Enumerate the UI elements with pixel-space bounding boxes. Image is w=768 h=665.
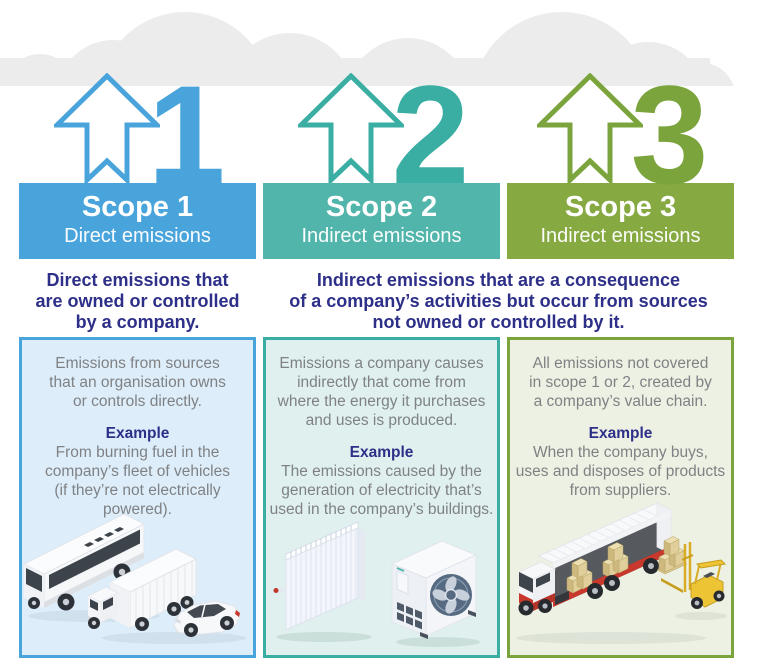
cargo-truck-icon (517, 502, 672, 616)
scope3-title: Scope 3 (564, 191, 677, 223)
scope2-example-text: The emissions caused by the generation o… (269, 463, 494, 518)
summary-line: are owned or controlled (35, 291, 240, 311)
scope3-number-group: 3 (507, 65, 734, 205)
summary-line: by a company. (75, 312, 200, 332)
scope3-card: All emissions not covered in scope 1 or … (507, 337, 734, 658)
scope2-example-label: Example (349, 444, 414, 461)
scope3-example-text: When the company buys, uses and disposes… (515, 444, 726, 499)
scope2-number-group: 2 (263, 65, 500, 205)
summary-line: Direct emissions that (46, 270, 229, 290)
scope1-example-text: From burning fuel in the company’s fleet… (45, 444, 230, 518)
scope1-title: Scope 1 (81, 191, 194, 223)
heating-cooling-illustration (273, 521, 480, 647)
scope2-big-number: 2 (391, 56, 470, 213)
scope1-number-group: 1 (19, 65, 256, 205)
summary-line: Indirect emissions that are a consequenc… (316, 270, 681, 290)
scope1-header: Scope 1 Direct emissions (19, 183, 256, 259)
summary-line: not owned or controlled by it. (372, 312, 625, 332)
car-icon (172, 600, 241, 637)
scope2-3-shared-summary: Indirect emissions that are a consequenc… (263, 259, 734, 337)
scope1-summary: Direct emissions that are owned or contr… (19, 259, 256, 337)
logistics-illustration (515, 502, 727, 644)
scope3-big-number: 3 (630, 56, 709, 213)
scope1-description: Emissions from sources that an organisat… (49, 355, 226, 410)
scope2-description: Emissions a company causes indirectly th… (277, 355, 486, 429)
truck-icon (86, 548, 197, 631)
vehicles-illustration (23, 513, 246, 644)
scope1-example-label: Example (105, 425, 170, 442)
scope2-title: Scope 2 (325, 191, 438, 223)
up-arrow-icon (53, 73, 160, 183)
scope3-header: Scope 3 Indirect emissions (507, 183, 734, 259)
scope1-card: Emissions from sources that an organisat… (19, 337, 256, 658)
summary-line: of a company’s activities but occur from… (289, 291, 708, 311)
scope-numbers-row: 1 2 3 (19, 65, 734, 205)
radiator-icon (273, 521, 365, 631)
bus-icon (23, 513, 145, 611)
scope2-subtitle: Indirect emissions (301, 225, 462, 247)
clouds-graphic (0, 12, 734, 86)
scope2-card: Emissions a company causes indirectly th… (263, 337, 500, 658)
scope3-example-label: Example (588, 425, 653, 442)
scope-headers-row: Scope 1 Direct emissions Scope 2 Indirec… (19, 183, 734, 259)
up-arrow-icon (536, 73, 643, 183)
forklift-icon (660, 542, 726, 609)
up-arrow-icon (297, 73, 404, 183)
boxes-icon (565, 542, 629, 594)
scope-cards-row: Emissions from sources that an organisat… (19, 337, 734, 658)
scope1-big-number: 1 (147, 56, 226, 213)
scope1-subtitle: Direct emissions (64, 225, 211, 247)
scope3-description: All emissions not covered in scope 1 or … (529, 355, 712, 410)
air-conditioner-icon (390, 540, 477, 639)
scope2-header: Scope 2 Indirect emissions (263, 183, 500, 259)
scope3-subtitle: Indirect emissions (540, 225, 701, 247)
